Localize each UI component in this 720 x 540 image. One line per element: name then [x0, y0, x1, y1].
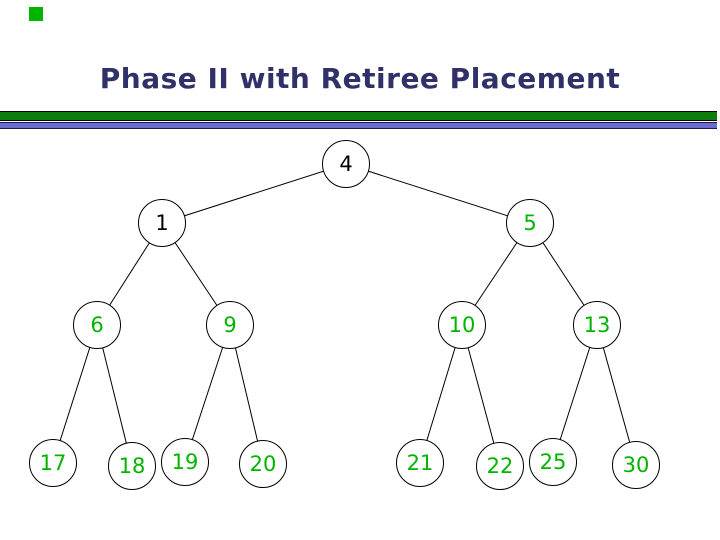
tree-node-22: 22 [476, 442, 524, 490]
tree-node-13: 13 [573, 301, 621, 349]
tree-edge-4-5 [345, 163, 531, 224]
divider-purple-line [0, 122, 717, 129]
tree-node-19: 19 [161, 438, 209, 486]
slide-title: Phase II with Retiree Placement [99, 62, 621, 95]
tree-node-1: 1 [138, 199, 186, 247]
tree-node-30: 30 [612, 441, 660, 489]
tree-node-21: 21 [396, 439, 444, 487]
tree-node-20: 20 [239, 440, 287, 488]
tree-node-10: 10 [438, 301, 486, 349]
tree-node-4: 4 [322, 140, 370, 188]
tree-node-6: 6 [73, 301, 121, 349]
tree-node-25: 25 [529, 438, 577, 486]
tree-node-18: 18 [108, 442, 156, 490]
divider-green-line [0, 111, 717, 121]
tree-node-17: 17 [29, 439, 77, 487]
tree-node-5: 5 [506, 199, 554, 247]
tree-edge-4-1 [161, 163, 347, 224]
green-square-marker-icon [29, 7, 43, 21]
tree-node-9: 9 [206, 301, 254, 349]
